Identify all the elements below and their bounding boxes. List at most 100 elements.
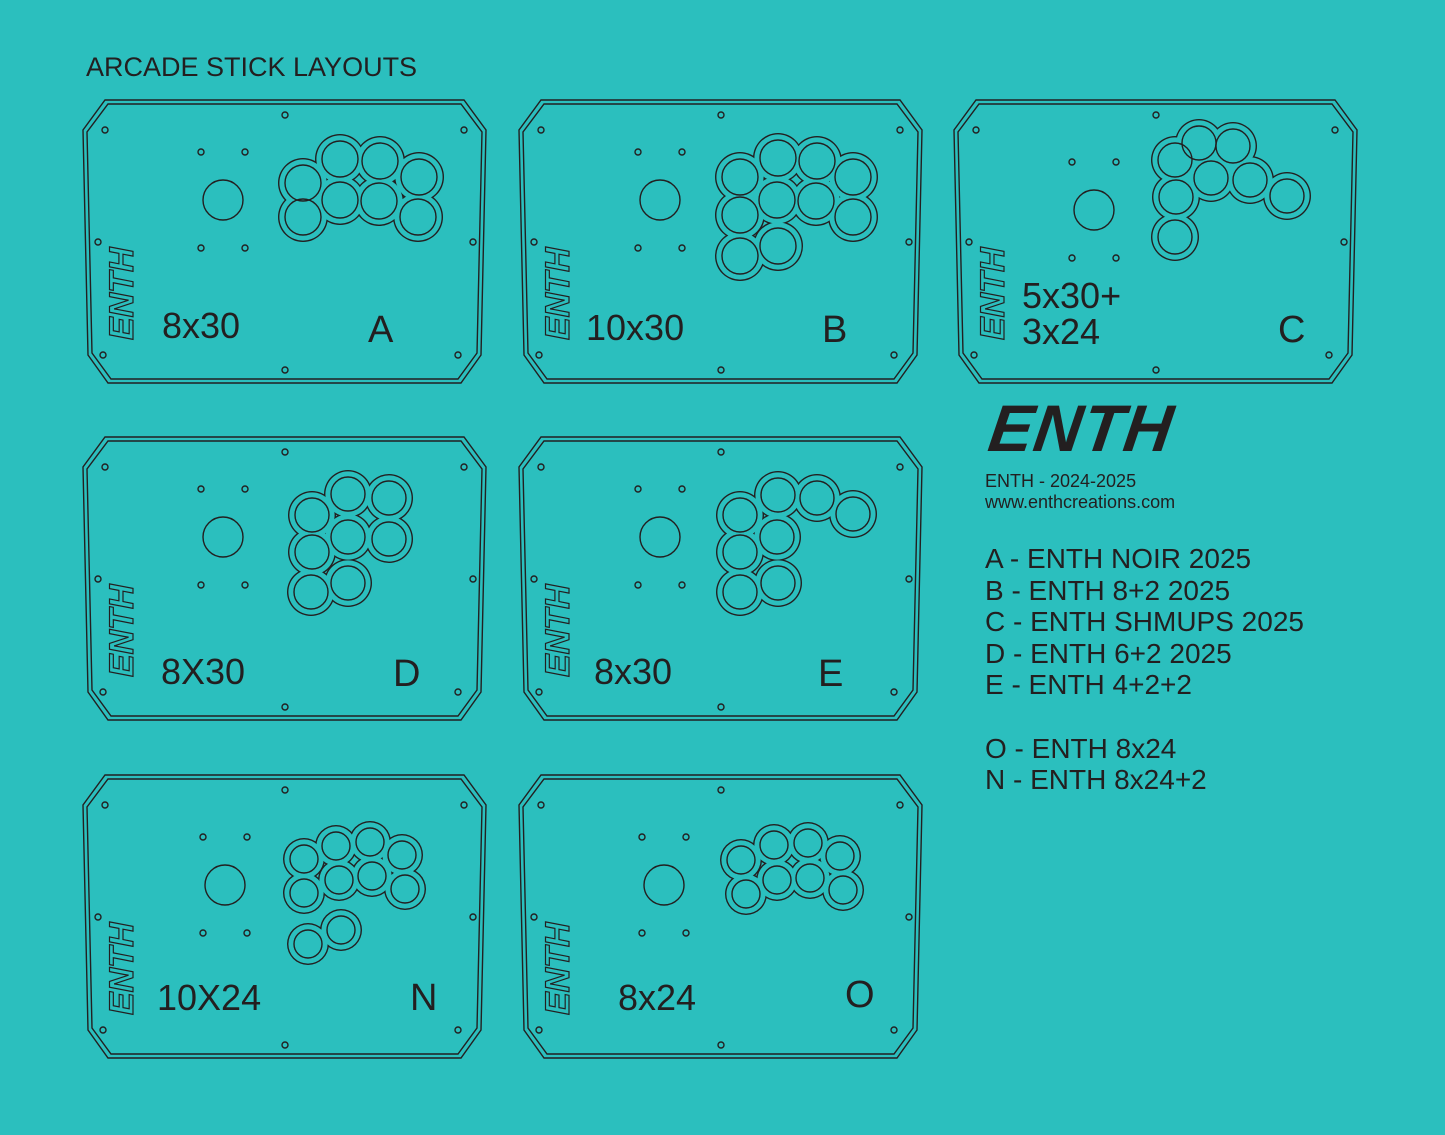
button-cluster-fill <box>366 475 412 521</box>
button-hole <box>400 158 438 196</box>
panel-enth-logo: ENTH <box>539 246 577 340</box>
button-cluster-fill <box>316 176 364 224</box>
panel-outline-outer <box>518 99 923 384</box>
joystick-mount-hole <box>634 581 642 589</box>
button-hole <box>321 831 351 861</box>
screw-hole <box>101 801 109 809</box>
button-cluster-fill <box>716 232 764 280</box>
button-cluster-fill <box>793 137 841 185</box>
button-hole <box>284 164 322 202</box>
button-hole <box>371 480 407 516</box>
button-hole <box>321 181 359 219</box>
joystick-hole <box>202 516 244 558</box>
button-cluster-fill <box>356 137 404 185</box>
screw-hole <box>905 575 913 583</box>
button-hole <box>798 142 836 180</box>
legend-item-a: A - ENTH NOIR 2025 <box>985 543 1252 574</box>
panel-outline-inner <box>522 440 919 717</box>
screw-hole <box>281 366 289 374</box>
panel-size-label: 3x24 <box>1022 311 1100 352</box>
screw-hole <box>537 801 545 809</box>
joystick-mount-hole <box>197 148 205 156</box>
button-hole <box>361 142 399 180</box>
joystick-mount-hole <box>634 485 642 493</box>
button-hole <box>293 574 329 610</box>
panel-outline-outer <box>518 436 923 721</box>
joystick-mount-hole <box>634 148 642 156</box>
panel-enth-logo: ENTH <box>103 583 141 677</box>
button-hole <box>1193 160 1229 196</box>
button-hole <box>293 929 323 959</box>
button-hole <box>731 879 761 909</box>
joystick-mount-hole <box>634 244 642 252</box>
screw-hole <box>1325 351 1333 359</box>
screw-hole <box>717 703 725 711</box>
legend-item-e: E - ENTH 4+2+2 <box>985 669 1192 701</box>
button-hole <box>835 496 871 532</box>
button-cluster-fill <box>289 529 335 575</box>
button-hole <box>758 181 796 219</box>
button-cluster-fill <box>1176 120 1222 166</box>
joystick-mount-hole <box>243 929 251 937</box>
button-hole <box>759 139 797 177</box>
button-cluster-fill <box>1210 123 1256 169</box>
button-hole <box>722 534 758 570</box>
joystick-hole <box>643 864 685 906</box>
joystick-mount-hole <box>1068 254 1076 262</box>
joystick-mount-hole <box>243 833 251 841</box>
panel-outline-inner <box>957 103 1354 380</box>
panel-size-label: 5x30+ <box>1022 275 1121 316</box>
screw-hole <box>469 913 477 921</box>
button-hole <box>722 497 758 533</box>
joystick-mount-hole <box>678 581 686 589</box>
panel-letter: A <box>368 309 394 351</box>
button-hole <box>371 521 407 557</box>
legend-item-o: O - ENTH 8x24 <box>985 732 1177 764</box>
screw-hole <box>281 786 289 794</box>
screw-hole <box>1152 111 1160 119</box>
button-hole <box>355 827 385 857</box>
screw-hole <box>905 913 913 921</box>
panel-letter: N <box>410 977 437 1019</box>
screw-hole <box>101 126 109 134</box>
screw-hole <box>535 688 543 696</box>
button-cluster-fill <box>830 491 876 537</box>
joystick-mount-hole <box>1112 254 1120 262</box>
panel-letter: D <box>393 653 420 695</box>
button-cluster-fill <box>755 560 801 606</box>
button-cluster-fill <box>279 159 327 207</box>
screw-hole <box>890 688 898 696</box>
button-cluster-fill <box>355 177 403 225</box>
joystick-mount-hole <box>678 244 686 252</box>
button-hole <box>1269 178 1305 214</box>
button-hole <box>760 477 796 513</box>
joystick-hole <box>639 516 681 558</box>
panel-enth-logo: ENTH <box>103 921 141 1015</box>
button-cluster-fill <box>753 176 801 224</box>
joystick-mount-hole <box>638 833 646 841</box>
button-cluster-fill <box>325 471 371 517</box>
button-hole <box>834 158 872 196</box>
button-cluster-fill <box>755 472 801 518</box>
panel-letter: E <box>818 653 843 695</box>
joystick-mount-hole <box>199 833 207 841</box>
button-hole <box>721 196 759 234</box>
button-hole <box>1157 142 1193 178</box>
screw-hole <box>101 463 109 471</box>
brand-years: ENTH - 2024-2025 <box>985 471 1137 491</box>
screw-hole <box>530 575 538 583</box>
panel-outline-outer <box>518 774 923 1059</box>
panel-enth-logo: ENTH <box>103 246 141 340</box>
screw-hole <box>537 463 545 471</box>
button-cluster-fill <box>754 514 800 560</box>
button-cluster-fill <box>288 569 334 615</box>
screw-hole <box>469 238 477 246</box>
button-cluster-fill <box>1264 173 1310 219</box>
panel-enth-logo: ENTH <box>974 246 1012 340</box>
brand-website: www.enthcreations.com <box>985 492 1176 512</box>
screw-hole <box>717 786 725 794</box>
screw-hole <box>530 238 538 246</box>
button-cluster-fill <box>716 153 764 201</box>
